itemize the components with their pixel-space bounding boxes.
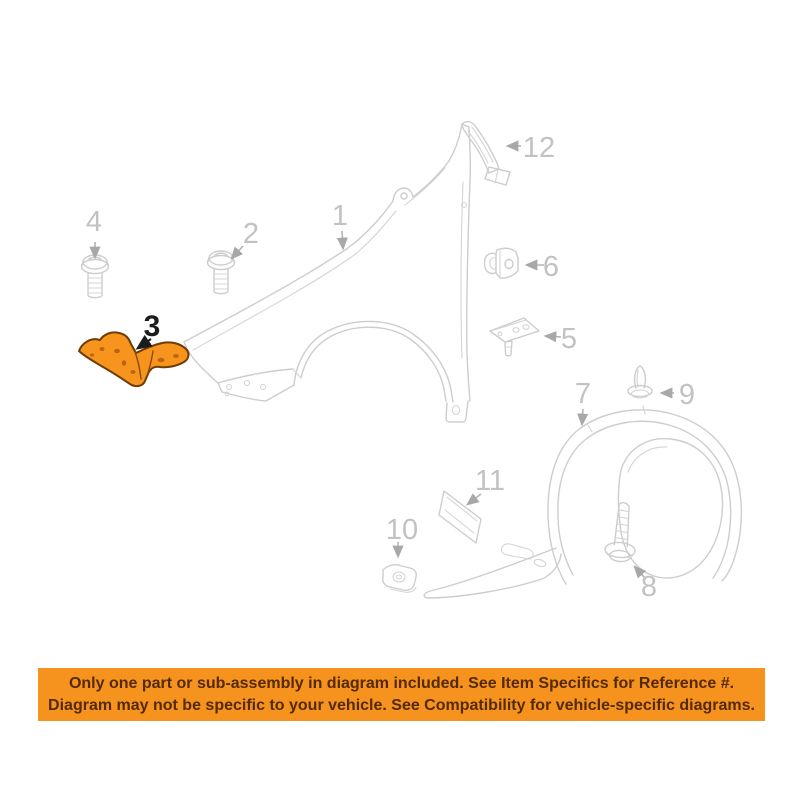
disclaimer-line-2: Diagram may not be specific to your vehi… — [48, 697, 755, 714]
part-label-6: 6 — [543, 251, 559, 283]
part-6-bracket — [483, 247, 519, 279]
part-label-1: 1 — [332, 200, 348, 232]
part-label-12: 12 — [523, 132, 555, 164]
arrow-7 — [577, 408, 589, 427]
arrow-3 — [135, 334, 153, 350]
arrow-2 — [230, 245, 244, 260]
arrow-1 — [336, 230, 348, 251]
part-8-screw — [604, 501, 636, 563]
part-label-3: 3 — [144, 310, 161, 343]
part-10-clip — [382, 564, 417, 593]
disclaimer-banner: Only one part or sub-assembly in diagram… — [38, 668, 765, 721]
part-label-5: 5 — [561, 323, 577, 355]
part-labels: 1 2 3 4 5 6 7 8 9 10 11 12 — [86, 132, 695, 603]
arrow-5 — [543, 331, 562, 343]
part-label-4: 4 — [86, 206, 102, 238]
part-3-highlighted-bracket — [78, 331, 190, 388]
part-label-11: 11 — [475, 465, 505, 497]
part-9-push-pin — [627, 365, 653, 399]
leader-arrows — [89, 140, 674, 579]
part-7-wheelhouse-liner — [423, 405, 743, 599]
part-11-shield — [438, 490, 482, 544]
part-label-2: 2 — [243, 218, 259, 250]
part-1-fender — [183, 123, 472, 423]
part-3-body — [78, 331, 190, 388]
part-4-bolt — [80, 254, 110, 299]
arrow-11 — [466, 493, 482, 506]
part-label-8: 8 — [641, 571, 657, 603]
disclaimer-line-1: Only one part or sub-assembly in diagram… — [68, 675, 735, 692]
part-12-pillar-trim — [461, 120, 511, 186]
arrow-8 — [633, 565, 647, 579]
part-label-9: 9 — [679, 379, 695, 411]
part-label-7: 7 — [575, 378, 591, 410]
part-label-10: 10 — [386, 514, 418, 546]
part-2-bolt — [206, 250, 236, 295]
part-5-bracket — [489, 317, 540, 357]
